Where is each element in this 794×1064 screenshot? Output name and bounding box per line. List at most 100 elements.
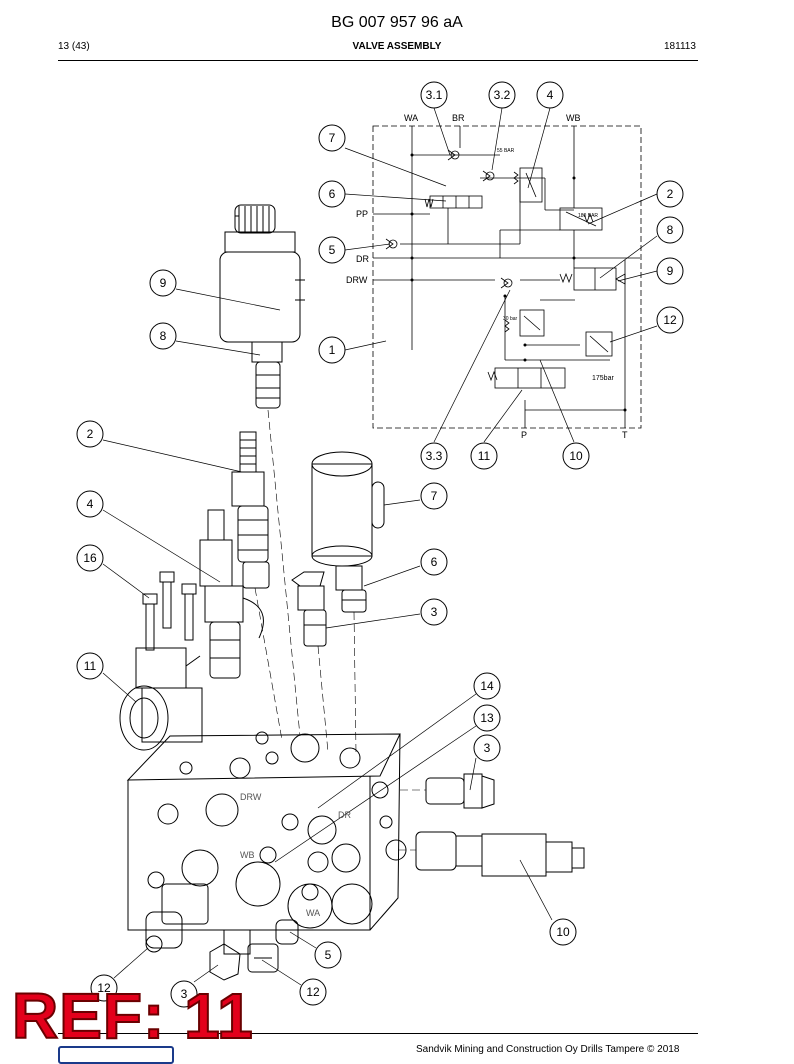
valve-4 — [199, 509, 264, 679]
port-label-wb: WB — [566, 113, 581, 123]
callout-2-schematic: 2 — [656, 180, 684, 208]
schematic-boundary — [372, 125, 642, 429]
header-rule — [58, 60, 698, 61]
callout-12-small: 12 — [299, 978, 327, 1006]
callout-13: 13 — [473, 704, 501, 732]
callout-12-lower: 12 — [90, 974, 118, 1002]
svg-text:4: 4 — [87, 497, 94, 511]
callout-9-coil: 9 — [149, 269, 177, 297]
svg-text:8: 8 — [160, 329, 167, 343]
svg-text:3: 3 — [484, 741, 491, 755]
callout-5-schematic: 5 — [318, 236, 346, 264]
solenoid-coil-11 — [119, 647, 203, 751]
callout-8-schematic: 8 — [656, 216, 684, 244]
pressure-label-175: 175bar — [592, 375, 614, 382]
svg-text:7: 7 — [329, 131, 336, 145]
page-number: 13 (43) — [58, 41, 90, 52]
date-code: 181113 — [664, 41, 696, 52]
plug-3-lower — [209, 929, 251, 981]
port-label-drw: DRW — [346, 275, 368, 285]
callout-3-right: 3 — [473, 734, 501, 762]
cartridge-12-lower — [145, 883, 209, 953]
callout-4-schematic: 4 — [536, 81, 564, 109]
callout-11-coil: 11 — [76, 652, 104, 680]
pressure-valve-10 — [415, 831, 585, 877]
svg-text:3.2: 3.2 — [494, 88, 511, 102]
manifold-block — [126, 731, 407, 931]
callout-3-3: 3.3 — [420, 442, 448, 470]
svg-text:7: 7 — [431, 489, 438, 503]
document-number: BG 007 957 96 aA — [331, 14, 463, 31]
callout-2-valve: 2 — [76, 420, 104, 448]
svg-text:8: 8 — [667, 223, 674, 237]
plug-3-right — [425, 773, 495, 809]
callout-7-coil: 7 — [420, 482, 448, 510]
svg-text:14: 14 — [480, 679, 494, 693]
solenoid-coil-9 — [219, 204, 305, 343]
bolts-16 — [142, 571, 197, 651]
block-marking-wb: WB — [240, 850, 255, 860]
port-label-p: P — [521, 430, 527, 440]
callout-9-schematic: 9 — [656, 257, 684, 285]
svg-text:3: 3 — [431, 605, 438, 619]
svg-text:11: 11 — [478, 449, 491, 463]
block-marking-wa: WA — [306, 908, 320, 918]
leader-lines — [102, 107, 658, 986]
pressure-label-55: 55 BAR — [497, 148, 515, 154]
block-marking-dr: DR — [338, 810, 351, 820]
svg-text:6: 6 — [431, 555, 438, 569]
solenoid-coil-7 — [311, 451, 385, 567]
port-label-pp: PP — [356, 209, 368, 219]
parts-illustration — [119, 204, 585, 981]
cartridge-6 — [335, 565, 367, 613]
callout-4-valve: 4 — [76, 490, 104, 518]
svg-text:2: 2 — [667, 187, 674, 201]
cartridge-8 — [251, 341, 283, 409]
footer-rule — [58, 1033, 698, 1034]
section-title: VALVE ASSEMBLY — [352, 41, 442, 52]
svg-text:10: 10 — [556, 925, 570, 939]
port-label-br: BR — [452, 113, 465, 123]
callout-14: 14 — [473, 672, 501, 700]
block-marking-drw: DRW — [240, 792, 262, 802]
svg-text:11: 11 — [84, 659, 97, 673]
svg-text:12: 12 — [97, 981, 111, 995]
callout-7-schematic: 7 — [318, 124, 346, 152]
svg-text:6: 6 — [329, 187, 336, 201]
plug-3-upper — [291, 571, 327, 647]
callout-8-cartridge: 8 — [149, 322, 177, 350]
callout-12-schematic: 12 — [656, 306, 684, 334]
relief-valve-2 — [231, 431, 270, 589]
svg-text:4: 4 — [547, 88, 554, 102]
callout-16: 16 — [76, 544, 104, 572]
callout-3-1: 3.1 — [420, 81, 448, 109]
cartridge-12-small — [247, 943, 279, 973]
svg-text:5: 5 — [325, 948, 332, 962]
port-label-t: T — [622, 430, 628, 440]
port-label-dr: DR — [356, 254, 369, 264]
svg-text:3.3: 3.3 — [426, 449, 443, 463]
block-port-markings: DRW DR WB WA — [240, 792, 351, 918]
svg-text:12: 12 — [663, 313, 677, 327]
callout-5-plug: 5 — [314, 941, 342, 969]
svg-text:3: 3 — [181, 987, 188, 1001]
callout-3-lower: 3 — [170, 980, 198, 1008]
svg-text:5: 5 — [329, 243, 336, 257]
callout-1: 1 — [318, 336, 346, 364]
svg-text:16: 16 — [83, 551, 97, 565]
reference-stamp: REF: 11 — [11, 980, 254, 1052]
callout-circles: 3.1 3.2 4 7 6 2 8 5 9 9 12 8 1 2 3.3 11 … — [76, 81, 684, 1008]
svg-text:2: 2 — [87, 427, 94, 441]
svg-text:9: 9 — [160, 276, 167, 290]
svg-text:12: 12 — [306, 985, 320, 999]
schematic-labels: WA BR WB PP DR DRW P T 55 BAR 180 BAR 30… — [346, 113, 628, 440]
hydraulic-schematic — [372, 125, 642, 429]
callout-11-schematic: 11 — [470, 442, 498, 470]
callout-6-cartridge: 6 — [420, 548, 448, 576]
svg-text:10: 10 — [569, 449, 583, 463]
callout-6-schematic: 6 — [318, 180, 346, 208]
callout-10-schematic: 10 — [562, 442, 590, 470]
plug-5-lower — [275, 919, 299, 945]
pressure-label-180: 180 BAR — [578, 213, 598, 219]
